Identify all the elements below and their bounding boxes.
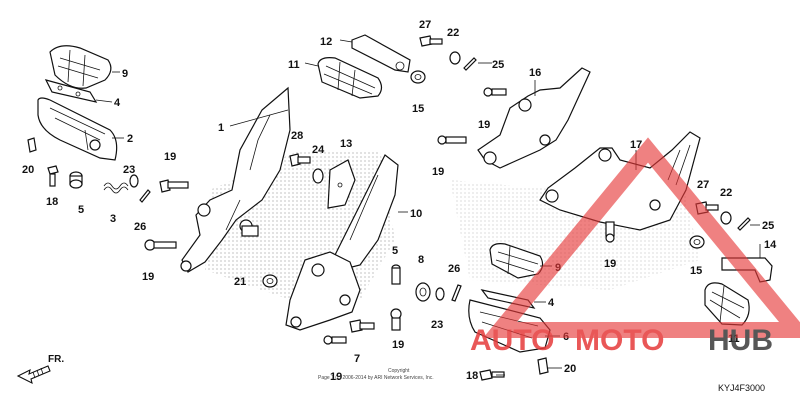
left-cotter-pin-26 <box>139 189 151 203</box>
left-washer-23 <box>129 174 139 188</box>
callout-5-center: 5 <box>392 245 398 257</box>
watermark-text-auto: AUTO <box>470 324 554 357</box>
callout-20: 20 <box>22 164 34 176</box>
callout-19-f: 19 <box>432 166 444 178</box>
cotter-pin-26-center <box>451 284 462 302</box>
footpeg-rubber-11 <box>317 57 383 99</box>
direction-label: FR. <box>48 354 64 365</box>
callout-27-right: 27 <box>697 179 709 191</box>
callout-1: 1 <box>218 122 224 134</box>
footpeg-bracket-12 <box>351 34 411 73</box>
cotter-pin-25-top <box>463 57 477 71</box>
callout-3: 3 <box>110 213 116 225</box>
callout-9: 9 <box>122 68 128 80</box>
bolt-19-g <box>605 221 615 243</box>
washer-22-top <box>449 51 461 65</box>
callout-17: 17 <box>630 139 642 151</box>
bolt-18-lower <box>479 369 505 381</box>
callout-27-top: 27 <box>419 19 431 31</box>
bolt-20-lower <box>537 357 549 375</box>
washer-23-center <box>435 287 445 301</box>
callout-26: 26 <box>134 221 146 233</box>
bolt-19-d <box>323 335 347 345</box>
callout-15-right: 15 <box>690 265 702 277</box>
copyright-line-2: Page 1 (c) 2006-2014 by ARI Network Serv… <box>318 375 434 381</box>
callout-28: 28 <box>291 130 303 142</box>
callout-14: 14 <box>764 239 777 251</box>
callout-4-lower: 4 <box>548 297 555 309</box>
callout-11-right: 11 <box>728 333 740 345</box>
main-bracket-1 <box>180 86 291 273</box>
bolt-19-f <box>437 135 467 145</box>
bolt-19-b <box>144 239 177 251</box>
watermark-text-hub: HUB <box>708 324 773 357</box>
heel-guard-13 <box>327 159 356 209</box>
callout-16: 16 <box>529 67 541 79</box>
callout-25-right: 25 <box>762 220 774 232</box>
copyright-line-1: Copyright <box>388 368 410 374</box>
watermark-logo: AUTO MOTO HUB <box>470 137 800 357</box>
left-footpeg-plate <box>44 79 98 103</box>
callout-12: 12 <box>320 36 332 48</box>
callout-21: 21 <box>234 276 246 288</box>
washer-15-top <box>410 70 426 84</box>
callout-19-d: 19 <box>330 371 342 383</box>
main-bracket-lower <box>285 251 361 331</box>
left-pin-5 <box>69 171 83 189</box>
bolt-19-a <box>159 179 189 193</box>
callout-19-g: 19 <box>604 258 616 270</box>
callout-19-b: 19 <box>142 271 154 283</box>
footpeg-rubber-11-right <box>704 282 750 326</box>
callout-19-e: 19 <box>478 119 490 131</box>
callout-26-center: 26 <box>448 263 460 275</box>
left-footpeg-rubber <box>49 45 112 89</box>
bolt-7 <box>349 319 375 333</box>
cotter-pin-25-right <box>737 217 751 231</box>
callout-13: 13 <box>340 138 352 150</box>
bolt-19-c <box>390 308 402 331</box>
callout-18-lower: 18 <box>466 370 478 382</box>
callout-4: 4 <box>114 97 121 109</box>
left-bolt-20 <box>27 137 37 153</box>
left-footpeg-bracket <box>37 97 118 161</box>
callout-23: 23 <box>123 164 135 176</box>
watermark-text-moto: MOTO <box>575 324 664 357</box>
callout-20-lower: 20 <box>564 363 576 375</box>
washer-15-right <box>689 235 705 249</box>
callout-22-top: 22 <box>447 27 459 39</box>
callout-18: 18 <box>46 196 58 208</box>
bolt-28 <box>289 153 311 167</box>
callout-numbers: 9 4 2 20 18 5 3 23 26 19 1 19 28 24 13 1… <box>22 19 777 383</box>
callout-8: 8 <box>418 254 424 266</box>
callout-10: 10 <box>410 208 422 220</box>
callout-24: 24 <box>312 144 325 156</box>
callout-22-right: 22 <box>720 187 732 199</box>
washer-8 <box>415 282 431 302</box>
callout-19-c: 19 <box>392 339 404 351</box>
front-direction-arrow: FR. <box>16 354 64 385</box>
diagram-code: KYJ4F3000 <box>718 383 765 393</box>
bracket-16 <box>477 67 591 169</box>
bolt-27-top <box>419 35 443 47</box>
left-bolt-18 <box>47 165 59 187</box>
nut-21 <box>262 274 278 288</box>
callout-25-top: 25 <box>492 59 504 71</box>
left-spring-3 <box>103 182 129 194</box>
callout-2: 2 <box>127 133 133 145</box>
washer-24 <box>312 168 324 184</box>
callout-19-a: 19 <box>164 151 176 163</box>
callout-15-top: 15 <box>412 103 424 115</box>
callout-11: 11 <box>288 59 300 71</box>
pin-5-center <box>391 264 401 285</box>
bolt-19-e <box>483 87 507 97</box>
callout-7: 7 <box>354 353 360 365</box>
callout-5: 5 <box>78 204 84 216</box>
callout-23-center: 23 <box>431 319 443 331</box>
washer-22-right <box>720 211 732 225</box>
